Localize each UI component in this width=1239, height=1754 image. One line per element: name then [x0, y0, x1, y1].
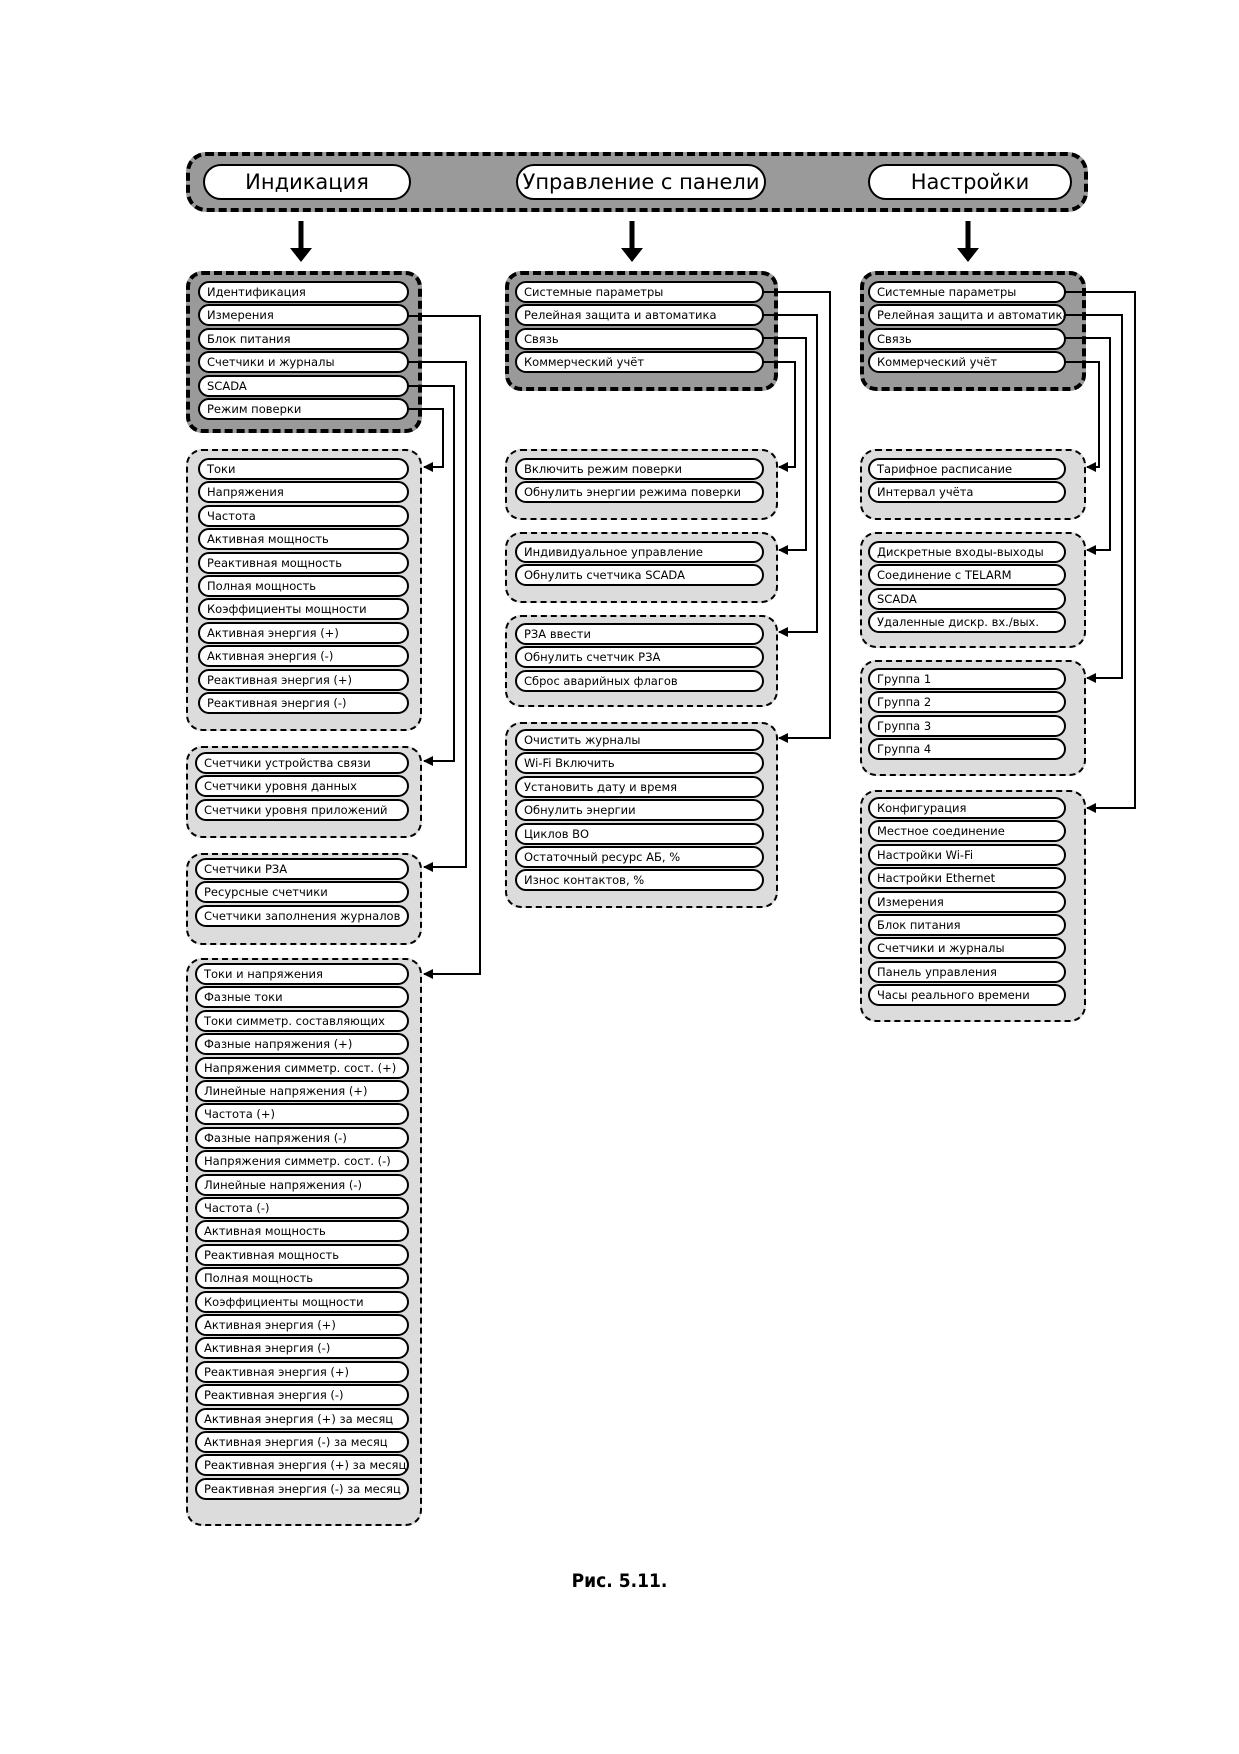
currents-item[interactable]: Токи [198, 458, 409, 480]
scada-counter-item[interactable]: Счетчики устройства связи [195, 752, 409, 774]
scada-counter-item[interactable]: Счетчики уровня приложений [195, 799, 409, 821]
currents-item[interactable]: Реактивная мощность [198, 552, 409, 574]
verify-action-item[interactable]: Включить режим поверки [515, 458, 764, 480]
panel-menu-item[interactable]: Релейная защита и автоматика [515, 304, 764, 326]
group-item[interactable]: Группа 3 [868, 715, 1066, 737]
config-item[interactable]: Измерения [868, 891, 1066, 913]
settings-menu-item[interactable]: Коммерческий учёт [868, 351, 1066, 373]
currents-item[interactable]: Напряжения [198, 481, 409, 503]
measurement-item[interactable]: Активная энергия (+) [195, 1314, 409, 1336]
verify-action-item[interactable]: Обнулить энергии режима поверки [515, 481, 764, 503]
indication-menu-item[interactable]: Блок питания [198, 328, 409, 350]
group-item[interactable]: Группа 4 [868, 738, 1066, 760]
config-item[interactable]: Часы реального времени [868, 984, 1066, 1006]
measurement-item[interactable]: Реактивная энергия (+) за месяц [195, 1454, 409, 1476]
measurement-item[interactable]: Фазные напряжения (+) [195, 1033, 409, 1055]
measurement-item[interactable]: Частота (-) [195, 1197, 409, 1219]
measurement-item[interactable]: Активная энергия (+) за месяц [195, 1408, 409, 1430]
rza-action-item[interactable]: Сброс аварийных флагов [515, 670, 764, 692]
top-item-settings[interactable]: Настройки [868, 164, 1072, 200]
panel-menu-item[interactable]: Коммерческий учёт [515, 351, 764, 373]
down-arrowhead-indication [290, 248, 312, 262]
down-arrowhead-settings [957, 248, 979, 262]
comm-setting-item[interactable]: Удаленные дискр. вх./вых. [868, 611, 1066, 633]
top-item-indication[interactable]: Индикация [203, 164, 411, 200]
currents-item[interactable]: Активная энергия (-) [198, 645, 409, 667]
config-item[interactable]: Блок питания [868, 914, 1066, 936]
comm-action-item[interactable]: Обнулить счетчика SCADA [515, 564, 764, 586]
measurement-item[interactable]: Активная мощность [195, 1220, 409, 1242]
measurement-item[interactable]: Линейные напряжения (-) [195, 1174, 409, 1196]
system-action-item[interactable]: Износ контактов, % [515, 869, 764, 891]
counter-item[interactable]: Ресурсные счетчики [195, 881, 409, 903]
counter-item[interactable]: Счетчики заполнения журналов [195, 905, 409, 927]
measurement-item[interactable]: Активная энергия (-) за месяц [195, 1431, 409, 1453]
indication-menu-item[interactable]: Измерения [198, 304, 409, 326]
indication-menu-item[interactable]: SCADA [198, 375, 409, 397]
measurement-item[interactable]: Реактивная энергия (+) [195, 1361, 409, 1383]
currents-item[interactable]: Реактивная энергия (-) [198, 692, 409, 714]
config-item[interactable]: Счетчики и журналы [868, 937, 1066, 959]
down-arrowhead-panel [621, 248, 643, 262]
tariff-item[interactable]: Интервал учёта [868, 481, 1066, 503]
measurement-item[interactable]: Токи симметр. составляющих [195, 1010, 409, 1032]
config-item[interactable]: Местное соединение [868, 820, 1066, 842]
settings-menu-item[interactable]: Системные параметры [868, 281, 1066, 303]
system-action-item[interactable]: Остаточный ресурс АБ, % [515, 846, 764, 868]
config-item[interactable]: Конфигурация [868, 797, 1066, 819]
comm-setting-item[interactable]: SCADA [868, 588, 1066, 610]
figure-caption: Рис. 5.11. [571, 1570, 668, 1592]
measurement-item[interactable]: Фазные напряжения (-) [195, 1127, 409, 1149]
currents-item[interactable]: Активная энергия (+) [198, 622, 409, 644]
rza-action-item[interactable]: РЗА ввести [515, 623, 764, 645]
system-action-item[interactable]: Установить дату и время [515, 776, 764, 798]
system-action-item[interactable]: Очистить журналы [515, 729, 764, 751]
indication-menu-item[interactable]: Идентификация [198, 281, 409, 303]
measurement-item[interactable]: Напряжения симметр. сост. (-) [195, 1150, 409, 1172]
measurement-item[interactable]: Линейные напряжения (+) [195, 1080, 409, 1102]
scada-counter-item[interactable]: Счетчики уровня данных [195, 775, 409, 797]
panel-menu-item[interactable]: Системные параметры [515, 281, 764, 303]
counter-item[interactable]: Счетчики РЗА [195, 858, 409, 880]
settings-menu-item[interactable]: Релейная защита и автоматика [868, 304, 1066, 326]
panel-menu-item[interactable]: Связь [515, 328, 764, 350]
measurement-item[interactable]: Фазные токи [195, 986, 409, 1008]
currents-item[interactable]: Коэффициенты мощности [198, 598, 409, 620]
currents-item[interactable]: Активная мощность [198, 528, 409, 550]
comm-action-item[interactable]: Индивидуальное управление [515, 541, 764, 563]
system-action-item[interactable]: Обнулить энергии [515, 799, 764, 821]
group-item[interactable]: Группа 1 [868, 668, 1066, 690]
currents-item[interactable]: Полная мощность [198, 575, 409, 597]
config-item[interactable]: Настройки Ethernet [868, 867, 1066, 889]
measurement-item[interactable]: Активная энергия (-) [195, 1337, 409, 1359]
measurement-item[interactable]: Коэффициенты мощности [195, 1291, 409, 1313]
rza-action-item[interactable]: Обнулить счетчик РЗА [515, 646, 764, 668]
measurement-item[interactable]: Реактивная энергия (-) [195, 1384, 409, 1406]
group-item[interactable]: Группа 2 [868, 691, 1066, 713]
config-item[interactable]: Панель управления [868, 961, 1066, 983]
comm-setting-item[interactable]: Дискретные входы-выходы [868, 541, 1066, 563]
measurement-item[interactable]: Реактивная мощность [195, 1244, 409, 1266]
measurement-item[interactable]: Частота (+) [195, 1103, 409, 1125]
currents-item[interactable]: Частота [198, 505, 409, 527]
comm-setting-item[interactable]: Соединение с TELARM [868, 564, 1066, 586]
tariff-item[interactable]: Тарифное расписание [868, 458, 1066, 480]
measurement-item[interactable]: Напряжения симметр. сост. (+) [195, 1057, 409, 1079]
measurement-item[interactable]: Полная мощность [195, 1267, 409, 1289]
indication-menu-item[interactable]: Режим поверки [198, 398, 409, 420]
settings-menu-item[interactable]: Связь [868, 328, 1066, 350]
system-action-item[interactable]: Wi-Fi Включить [515, 752, 764, 774]
measurement-item[interactable]: Токи и напряжения [195, 963, 409, 985]
measurement-item[interactable]: Реактивная энергия (-) за месяц [195, 1478, 409, 1500]
top-item-panel-control[interactable]: Управление с панели [516, 164, 766, 200]
currents-item[interactable]: Реактивная энергия (+) [198, 669, 409, 691]
indication-menu-item[interactable]: Счетчики и журналы [198, 351, 409, 373]
system-action-item[interactable]: Циклов ВО [515, 823, 764, 845]
config-item[interactable]: Настройки Wi-Fi [868, 844, 1066, 866]
